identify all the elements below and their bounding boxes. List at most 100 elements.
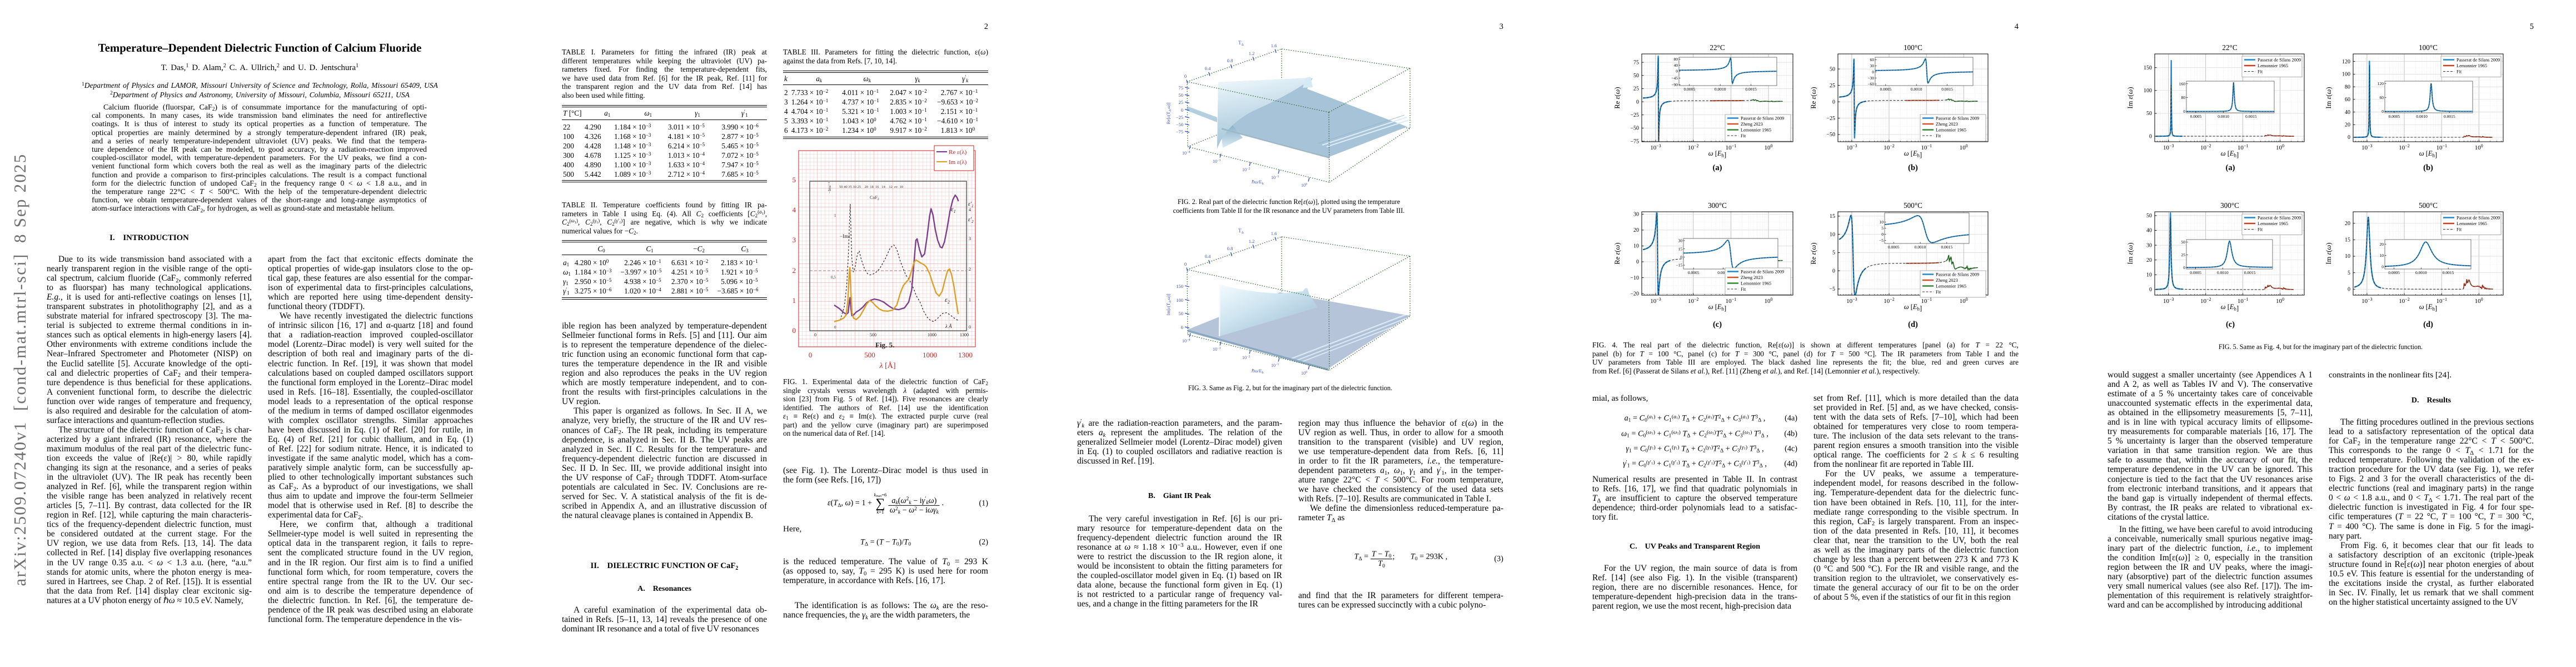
svg-text:10−2: 10−2 xyxy=(1242,167,1250,172)
svg-text:10: 10 xyxy=(1830,232,1835,238)
svg-text:3: 3 xyxy=(793,236,796,244)
svg-text:0.4: 0.4 xyxy=(1205,253,1211,259)
svg-text:0.0010: 0.0010 xyxy=(2415,270,2427,275)
svg-text:0: 0 xyxy=(834,325,836,330)
svg-text:0.8: 0.8 xyxy=(1227,246,1233,251)
svg-text:0: 0 xyxy=(2348,135,2350,141)
svg-text:(a): (a) xyxy=(1713,163,1722,172)
svg-text:20: 20 xyxy=(2380,242,2384,247)
svg-text:Im ε(ω): Im ε(ω) xyxy=(2325,242,2333,264)
svg-text:5: 5 xyxy=(1832,250,1835,256)
svg-text:−20: −20 xyxy=(1630,291,1639,297)
svg-text:10−2: 10−2 xyxy=(1884,297,1895,305)
svg-text:50 40 35 30 25 20 18 16: 50 40 35 30 25 20 18 16 14 12 ev 10 xyxy=(839,185,903,189)
svg-text:10−2: 10−2 xyxy=(2200,143,2211,151)
svg-text:0.0005: 0.0005 xyxy=(2190,270,2201,275)
svg-text:10−4: 10−4 xyxy=(1182,339,1190,344)
svg-text:10: 10 xyxy=(2345,253,2350,260)
svg-text:0.0005: 0.0005 xyxy=(1688,270,1700,275)
svg-text:−25: −25 xyxy=(1176,115,1183,120)
svg-text:Passerat de Silans 2009: Passerat de Silans 2009 xyxy=(2258,216,2301,221)
svg-text:0.8: 0.8 xyxy=(1227,58,1233,63)
svg-text:0: 0 xyxy=(1184,261,1187,267)
svg-text:0.0010: 0.0010 xyxy=(2416,114,2428,119)
svg-text:0: 0 xyxy=(1181,325,1183,330)
svg-text:Re ε(ω): Re ε(ω) xyxy=(1810,87,1817,108)
svg-text:80: 80 xyxy=(2345,84,2350,90)
svg-text:500°C: 500°C xyxy=(1904,201,1922,210)
svg-text:30: 30 xyxy=(2146,242,2152,248)
svg-text:0: 0 xyxy=(2381,265,2384,270)
svg-text:2: 2 xyxy=(969,267,971,272)
svg-text:0: 0 xyxy=(1872,69,1874,74)
svg-text:Zheng 2023: Zheng 2023 xyxy=(1741,122,1763,127)
svg-text:160: 160 xyxy=(2179,81,2186,86)
svg-text:0: 0 xyxy=(793,326,796,335)
svg-text:Re ε(ω): Re ε(ω) xyxy=(1613,242,1621,264)
svg-text:−50: −50 xyxy=(1826,132,1835,138)
svg-text:0.0005: 0.0005 xyxy=(2388,270,2400,275)
svg-text:10−3: 10−3 xyxy=(2163,143,2174,151)
svg-text:Im ε(ω): Im ε(ω) xyxy=(2126,87,2134,108)
svg-text:500: 500 xyxy=(864,351,875,359)
svg-text:ℏω/Eh: ℏω/Eh xyxy=(1252,368,1264,375)
svg-text:(d): (d) xyxy=(2423,320,2433,329)
svg-text:0: 0 xyxy=(1184,73,1187,79)
svg-text:10−1: 10−1 xyxy=(2436,297,2447,305)
svg-text:20: 20 xyxy=(1633,227,1639,233)
svg-text:10−3: 10−3 xyxy=(2361,143,2373,151)
svg-text:1: 1 xyxy=(969,297,971,302)
svg-text:10: 10 xyxy=(1633,243,1639,250)
svg-text:100: 100 xyxy=(1176,297,1183,303)
svg-text:−50: −50 xyxy=(1630,126,1639,132)
svg-text:−60: −60 xyxy=(1867,82,1874,87)
svg-text:2: 2 xyxy=(793,266,796,275)
svg-text:0: 0 xyxy=(809,351,813,359)
svg-text:50: 50 xyxy=(2146,213,2152,219)
svg-text:Passerat de Silans 2009: Passerat de Silans 2009 xyxy=(2457,58,2500,63)
svg-text:Im[ε(TΔ,ω)]: Im[ε(TΔ,ω)] xyxy=(1166,293,1172,315)
svg-text:0.0015: 0.0015 xyxy=(2443,270,2454,275)
svg-text:0: 0 xyxy=(2183,265,2185,270)
svg-text:Fit: Fit xyxy=(2258,69,2263,74)
svg-text:500: 500 xyxy=(870,332,876,337)
svg-text:CoF2: CoF2 xyxy=(870,195,879,201)
svg-text:0.0010: 0.0010 xyxy=(1915,245,1926,250)
svg-text:Fit: Fit xyxy=(2457,227,2462,232)
svg-text:Im ε(ω): Im ε(ω) xyxy=(2325,87,2333,108)
svg-text:3: 3 xyxy=(969,236,971,241)
svg-text:10−3: 10−3 xyxy=(1650,297,1661,305)
svg-text:80: 80 xyxy=(2181,95,2186,100)
svg-text:λ [Å]: λ [Å] xyxy=(879,361,895,370)
svg-text:150: 150 xyxy=(1176,283,1183,289)
svg-text:0: 0 xyxy=(2149,287,2152,293)
svg-text:5: 5 xyxy=(1881,226,1884,231)
svg-text:(c): (c) xyxy=(1713,320,1722,329)
svg-text:100: 100 xyxy=(2276,143,2284,151)
svg-text:TΔ: TΔ xyxy=(1238,40,1244,47)
svg-text:0.0010: 0.0010 xyxy=(2218,114,2229,119)
svg-text:Fit: Fit xyxy=(1741,133,1746,138)
svg-text:1.2: 1.2 xyxy=(1249,51,1255,56)
svg-text:Passerat de Silans 2009: Passerat de Silans 2009 xyxy=(1936,116,1979,121)
svg-text:ε1: ε1 xyxy=(951,205,956,214)
svg-text:0.0015: 0.0015 xyxy=(1941,87,1953,92)
svg-text:120: 120 xyxy=(2378,81,2384,86)
svg-text:−75: −75 xyxy=(1176,129,1183,135)
svg-text:10−2: 10−2 xyxy=(1688,143,1699,151)
svg-text:(c): (c) xyxy=(2226,320,2235,329)
svg-text:25: 25 xyxy=(1179,99,1184,105)
svg-text:1: 1 xyxy=(834,213,836,218)
svg-text:40: 40 xyxy=(1674,63,1678,68)
svg-text:22°C: 22°C xyxy=(1710,43,1725,52)
svg-text:0.0010: 0.0010 xyxy=(1715,87,1726,92)
svg-text:25: 25 xyxy=(1830,83,1835,89)
svg-text:ω [Eh]: ω [Eh] xyxy=(1708,150,1726,159)
svg-text:10−2: 10−2 xyxy=(2399,143,2410,151)
svg-text:60: 60 xyxy=(2380,95,2384,100)
svg-text:10−3: 10−3 xyxy=(1650,143,1661,151)
svg-text:−30: −30 xyxy=(1867,76,1874,81)
svg-text:1.2: 1.2 xyxy=(1249,238,1255,244)
svg-text:ℏω/Eh: ℏω/Eh xyxy=(1252,179,1264,186)
svg-text:0.0015: 0.0015 xyxy=(2244,270,2256,275)
